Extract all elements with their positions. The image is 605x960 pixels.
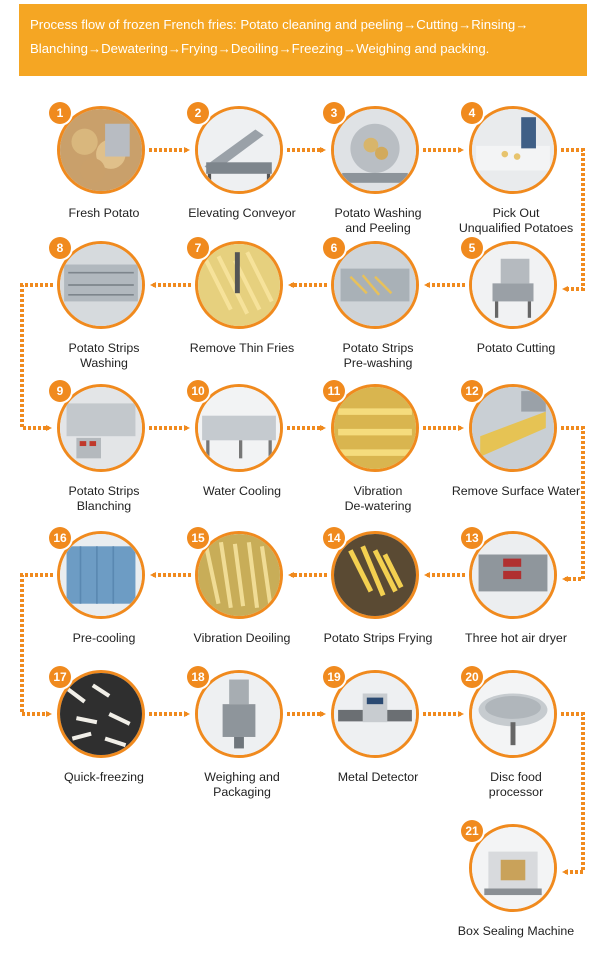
step-photo [331, 670, 419, 758]
step-photo [57, 531, 145, 619]
step-number-badge: 8 [49, 237, 71, 259]
step-number-badge: 7 [187, 237, 209, 259]
step-label: Remove Surface Water [451, 484, 581, 498]
step-photo [331, 384, 419, 472]
step-number-badge: 5 [461, 237, 483, 259]
step-number-badge: 12 [461, 380, 483, 402]
step-number-badge: 10 [187, 380, 209, 402]
step-photo [469, 824, 557, 912]
step-label: Potato Cutting [476, 341, 556, 355]
step-photo [331, 531, 419, 619]
step-photo [195, 384, 283, 472]
title-banner: Process flow of frozen French fries: Pot… [19, 4, 587, 76]
step-number-badge: 18 [187, 666, 209, 688]
step-number-badge: 3 [323, 102, 345, 124]
step-label: Three hot air dryer [465, 631, 567, 645]
step-label: Fresh Potato [68, 206, 140, 220]
step-label: Metal Detector [337, 770, 419, 784]
step-number-badge: 4 [461, 102, 483, 124]
flow-turn-left [20, 573, 53, 717]
step-number-badge: 2 [187, 102, 209, 124]
step-photo [195, 241, 283, 329]
step-label: Remove Thin Fries [189, 341, 295, 355]
step-photo [469, 670, 557, 758]
step-number-badge: 16 [49, 527, 71, 549]
step-photo [195, 670, 283, 758]
step-photo [57, 384, 145, 472]
step-label: Elevating Conveyor [188, 206, 296, 220]
step-photo [331, 241, 419, 329]
step-number-badge: 15 [187, 527, 209, 549]
title-line-2: Blanching→Dewatering→Frying→Deoiling→Fre… [30, 41, 490, 56]
step-label: Water Cooling [202, 484, 282, 498]
flow-turn-right [561, 426, 585, 582]
step-photo [469, 384, 557, 472]
step-label: Pre-cooling [72, 631, 136, 645]
step-photo [195, 531, 283, 619]
step-label: Potato Strips Frying [323, 631, 433, 645]
flow-turn-left [20, 283, 53, 431]
step-photo [469, 531, 557, 619]
step-number-badge: 11 [323, 380, 345, 402]
step-number-badge: 9 [49, 380, 71, 402]
step-label: Vibration Deoiling [193, 631, 291, 645]
step-label: Quick-freezing [64, 770, 144, 784]
step-number-badge: 19 [323, 666, 345, 688]
step-number-badge: 21 [461, 820, 483, 842]
flow-turn-right [561, 148, 585, 292]
title-line-1: Process flow of frozen French fries: Pot… [30, 17, 529, 32]
flow-turn-right [561, 712, 585, 875]
step-number-badge: 17 [49, 666, 71, 688]
step-photo [195, 106, 283, 194]
step-number-badge: 6 [323, 237, 345, 259]
step-number-badge: 20 [461, 666, 483, 688]
step-photo [57, 670, 145, 758]
step-number-badge: 1 [49, 102, 71, 124]
step-number-badge: 14 [323, 527, 345, 549]
step-photo [469, 241, 557, 329]
step-photo [57, 106, 145, 194]
step-photo [469, 106, 557, 194]
step-photo [331, 106, 419, 194]
step-photo [57, 241, 145, 329]
step-label: Box Sealing Machine [457, 924, 575, 938]
step-number-badge: 13 [461, 527, 483, 549]
